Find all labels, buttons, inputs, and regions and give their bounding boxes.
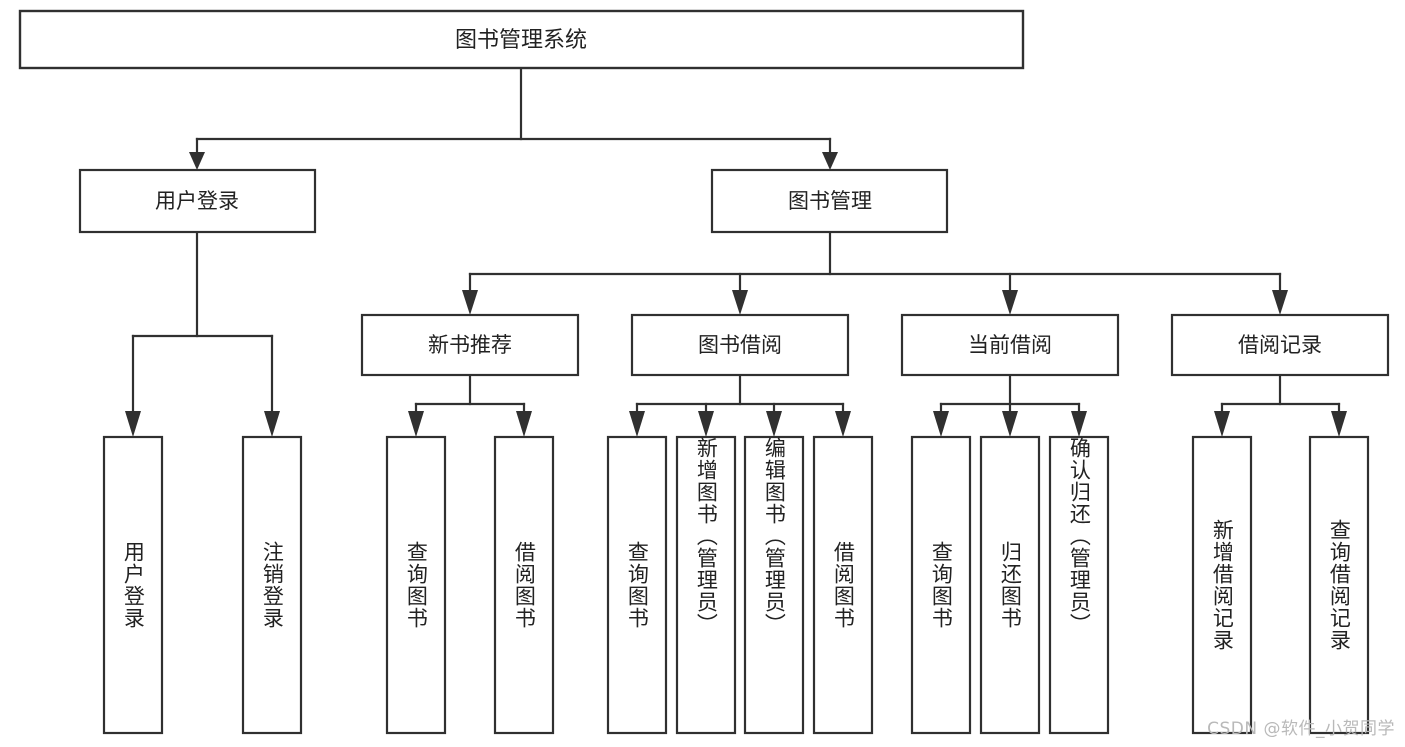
arrowhead-leaf-bb-1 [629, 411, 645, 437]
arrowhead-bookborrow [732, 290, 748, 315]
node-user-login-box[interactable] [78, 168, 317, 234]
arrowhead-leaf-cb-1 [933, 411, 949, 437]
node-new-book-recommend-box[interactable] [360, 313, 580, 377]
leaf-box-cb-query-book[interactable] [910, 435, 972, 735]
arrowhead-bookmgmt [822, 152, 838, 170]
arrowhead-leaf-logout [264, 411, 280, 437]
connector-group [125, 66, 1347, 437]
node-book-borrow-box[interactable] [630, 313, 850, 377]
node-user-login[interactable]: 用户登录 [78, 168, 317, 234]
leaf-box-logout[interactable] [241, 435, 303, 735]
arrowhead-leaf-bb-2 [698, 411, 714, 437]
node-book-management[interactable]: 图书管理 [710, 168, 949, 234]
leaf-box-bb-borrow-book[interactable] [812, 435, 874, 735]
leaf-box-bb-query-book[interactable] [606, 435, 668, 735]
node-book-borrow-label: 图书借阅 [698, 333, 782, 357]
arrowhead-leaf-cb-3 [1071, 411, 1087, 437]
arrowhead-leaf-br-1 [1214, 411, 1230, 437]
leaf-box-cb-confirm-return[interactable] [1048, 435, 1110, 735]
arrowhead-currentborrow [1002, 290, 1018, 315]
leaf-box-nb-borrow-book[interactable] [493, 435, 555, 735]
node-root-box[interactable] [18, 9, 1025, 70]
arrowhead-leaf-user-login [125, 411, 141, 437]
node-book-borrow[interactable]: 图书借阅 [630, 313, 850, 377]
csdn-watermark: CSDN @软件_小贺同学 [1207, 719, 1395, 739]
arrowhead-leaf-cb-2 [1002, 411, 1018, 437]
leaf-box-nb-query-book[interactable] [385, 435, 447, 735]
node-current-borrow-box[interactable] [900, 313, 1120, 377]
node-user-login-label: 用户登录 [155, 189, 239, 213]
leaf-box-user-login[interactable] [102, 435, 164, 735]
arrowhead-leaf-br-2 [1331, 411, 1347, 437]
arrowhead-leaf-nb-1 [408, 411, 424, 437]
node-book-management-label: 图书管理 [788, 189, 872, 213]
node-borrow-record[interactable]: 借阅记录 [1170, 313, 1390, 377]
arrowhead-userlogin [189, 152, 205, 170]
node-new-book-recommend[interactable]: 新书推荐 [360, 313, 580, 377]
leaf-box-cb-return-book[interactable] [979, 435, 1041, 735]
node-borrow-record-box[interactable] [1170, 313, 1390, 377]
node-current-borrow-label: 当前借阅 [968, 333, 1052, 357]
node-book-management-box[interactable] [710, 168, 949, 234]
node-current-borrow[interactable]: 当前借阅 [900, 313, 1120, 377]
arrowhead-leaf-nb-2 [516, 411, 532, 437]
node-borrow-record-label: 借阅记录 [1238, 333, 1322, 357]
node-root[interactable]: 图书管理系统 [18, 9, 1025, 70]
arrowhead-borrowrecord [1272, 290, 1288, 315]
leaf-box-br-add-record[interactable] [1191, 435, 1253, 735]
node-root-label: 图书管理系统 [455, 28, 587, 53]
leaf-box-br-query-record[interactable] [1308, 435, 1370, 735]
arrowhead-leaf-bb-4 [835, 411, 851, 437]
leaf-box-group [102, 435, 1370, 735]
node-new-book-recommend-label: 新书推荐 [428, 333, 512, 357]
leaf-box-bb-edit-book[interactable] [743, 435, 805, 735]
arrowhead-leaf-bb-3 [766, 411, 782, 437]
leaf-box-bb-add-book[interactable] [675, 435, 737, 735]
arrowhead-newbook [462, 290, 478, 315]
